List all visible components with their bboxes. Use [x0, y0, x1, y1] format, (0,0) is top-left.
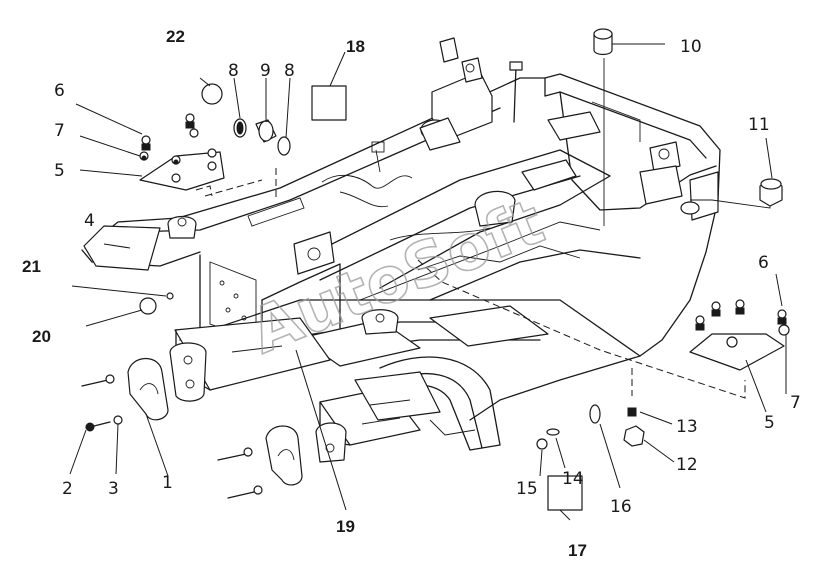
label-9: 9: [260, 61, 271, 81]
label-8-right: 8: [284, 61, 295, 81]
part-17-square: [547, 475, 583, 511]
label-12: 12: [676, 455, 698, 475]
part-14-washer: [546, 428, 560, 436]
part-8-ring-right: [277, 136, 291, 156]
label-15: 15: [516, 479, 538, 499]
assembly-guide-lines: [195, 58, 771, 399]
label-14: 14: [562, 469, 584, 489]
part-20-cap: [139, 297, 157, 315]
internal-components: [167, 37, 700, 335]
label-4: 4: [84, 211, 95, 231]
part-18-square: [311, 85, 347, 121]
label-10: 10: [680, 37, 702, 57]
label-6-right: 6: [758, 253, 769, 273]
leader-lines: [69, 43, 787, 521]
part-3-washer: [113, 415, 123, 425]
label-3: 3: [108, 479, 119, 499]
part-12-nut: [623, 425, 645, 447]
part-1-clamp: [127, 358, 169, 421]
label-11: 11: [748, 115, 770, 135]
label-22: 22: [166, 27, 185, 46]
label-16: 16: [610, 497, 632, 517]
label-2: 2: [62, 479, 73, 499]
label-5-left: 5: [54, 161, 65, 181]
mount-plate-upper-left: [139, 113, 225, 191]
label-21: 21: [22, 257, 41, 276]
part-22-cap: [201, 83, 223, 105]
label-6-left: 6: [54, 81, 65, 101]
label-19: 19: [336, 517, 355, 536]
label-1: 1: [162, 473, 173, 493]
label-7-left: 7: [54, 121, 65, 141]
part-13-spring: [627, 407, 637, 417]
part-16-pad: [589, 404, 601, 424]
label-13: 13: [676, 417, 698, 437]
label-20: 20: [32, 327, 51, 346]
label-8-left: 8: [228, 61, 239, 81]
label-18: 18: [346, 37, 365, 56]
part-15-washer: [536, 438, 548, 450]
part-21-washer: [166, 292, 174, 300]
part-labels: 22 8 9 8 18 10 11 6 7 5 4 21 20 6 7 5 13…: [22, 27, 801, 560]
loose-parts: [81, 28, 783, 511]
label-17: 17: [568, 541, 587, 560]
label-7-right: 7: [790, 393, 801, 413]
plate-4: [83, 225, 161, 271]
label-5-right: 5: [764, 413, 775, 433]
mount-plate-lower-right: [689, 299, 790, 371]
